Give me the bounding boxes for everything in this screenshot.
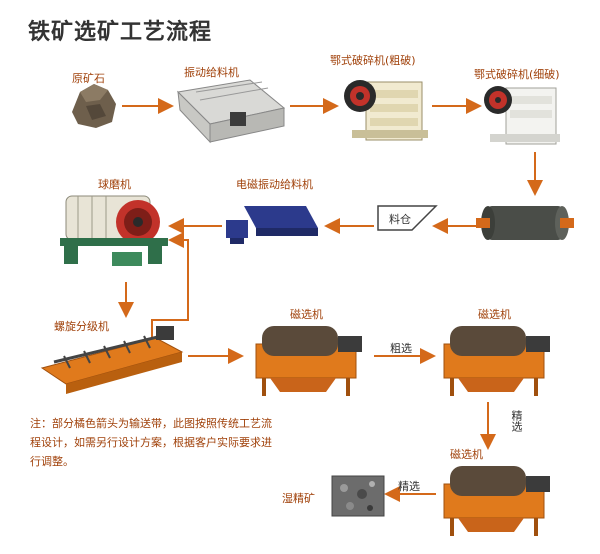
em-feeder-image [226, 206, 318, 244]
label-raw-ore: 原矿石 [72, 72, 105, 85]
jaw-crusher-fine-image [484, 86, 560, 145]
page-title: 铁矿选矿工艺流程 [28, 20, 213, 45]
edge-label-fine-horizontal: 精选 [398, 480, 420, 493]
ball-mill-image [60, 195, 168, 266]
magnetic-separator-2-image [443, 326, 550, 396]
label-spiral-classifier: 螺旋分级机 [54, 320, 109, 333]
edge-label-rough: 粗选 [390, 342, 412, 355]
vibrating-feeder-image [176, 79, 286, 144]
label-magnetic-separator-2: 磁选机 [478, 308, 511, 321]
footnote: 注：部分橘色箭头为输送带，此图按照传统工艺流程设计，如需另行设计方案，根据客户实… [30, 417, 272, 468]
label-ball-mill: 球磨机 [98, 178, 131, 191]
label-jaw-crusher-coarse: 鄂式破碎机(粗破) [330, 54, 416, 67]
label-vibrating-feeder: 振动给料机 [184, 66, 239, 79]
arrow-classifier-return [151, 232, 189, 340]
wet-concentrate-image [331, 475, 385, 517]
label-em-feeder: 电磁振动给料机 [236, 178, 313, 191]
label-magnetic-separator-1: 磁选机 [290, 308, 323, 321]
spiral-classifier-image [40, 326, 184, 394]
raw-ore-image [72, 84, 116, 128]
label-bin: 料仓 [389, 213, 411, 226]
edge-label-fine-vertical: 精选 [510, 410, 523, 432]
conveyor-drum-image [476, 206, 574, 240]
label-magnetic-separator-3: 磁选机 [450, 448, 483, 461]
jaw-crusher-coarse-image [344, 80, 428, 141]
magnetic-separator-3-image [443, 466, 550, 536]
bin-shape [377, 205, 438, 231]
magnetic-separator-1-image [255, 326, 362, 396]
label-jaw-crusher-fine: 鄂式破碎机(细破) [474, 68, 560, 81]
label-wet-concentrate: 湿精矿 [282, 492, 315, 505]
